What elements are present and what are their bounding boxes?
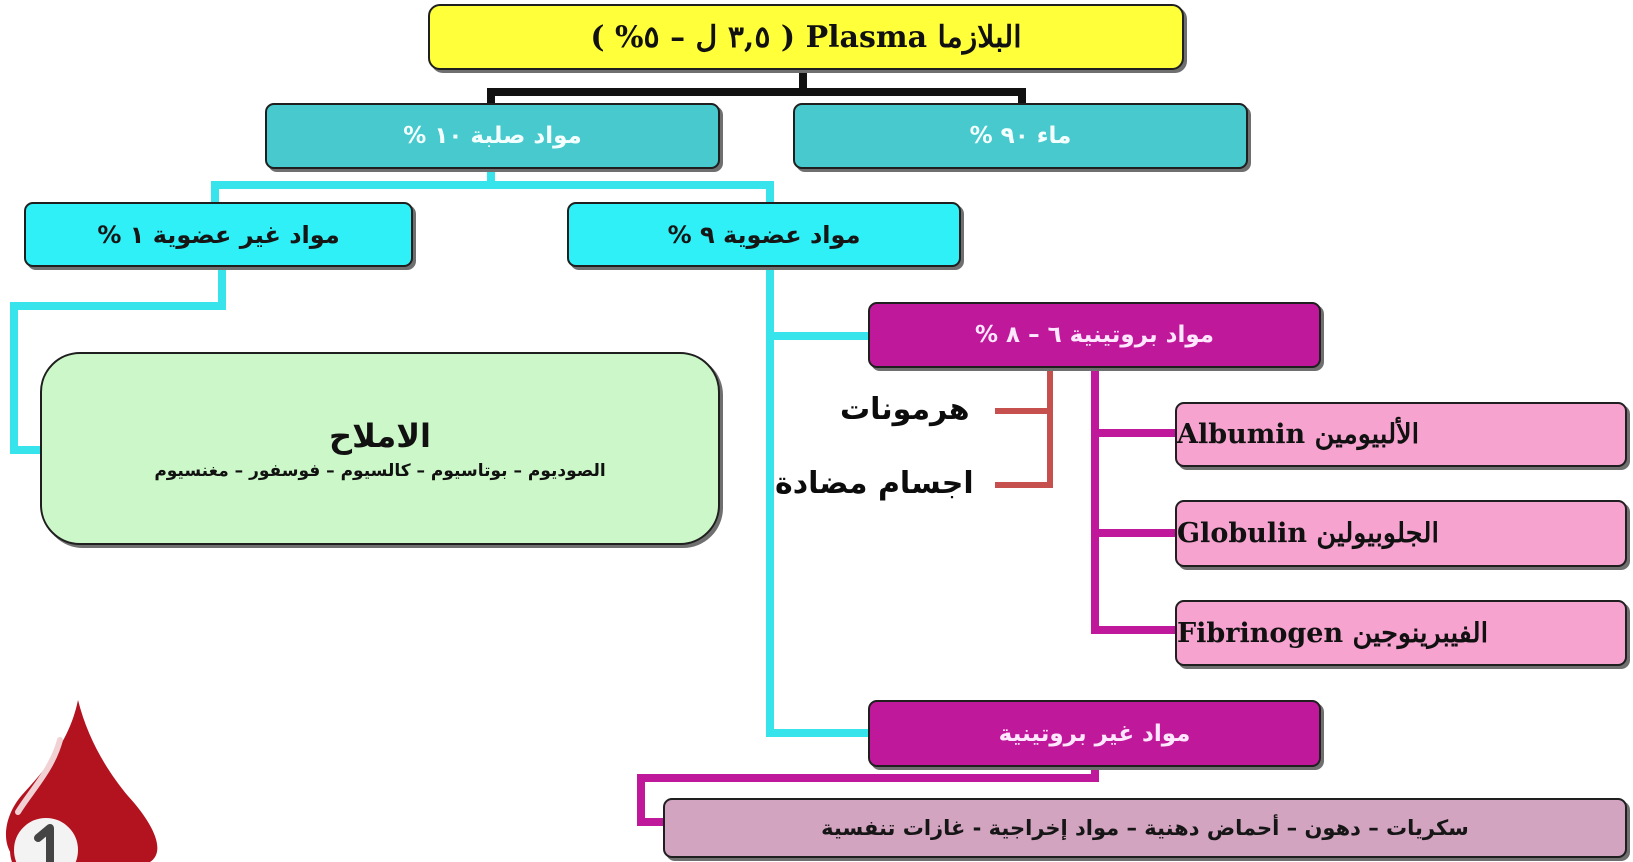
nonprotein-node: مواد غير بروتينية: [868, 700, 1321, 767]
albumin-label: الألبيومين Albumin: [1177, 419, 1420, 450]
salts-node: الاملاح الصوديوم – بوتاسيوم – كالسيوم – …: [40, 352, 720, 545]
protein-connectors: [637, 368, 1175, 826]
solids-connectors: [10, 168, 868, 737]
salts-title: الاملاح: [329, 416, 431, 455]
plasma-root-label: البلازما Plasma ( ٣,٥ ل – ٥% ): [590, 19, 1022, 55]
globulin-node: الجلوبيولين Globulin: [1175, 500, 1627, 567]
organic-node: مواد عضوية ٩ %: [567, 202, 961, 267]
albumin-node: الألبيومين Albumin: [1175, 402, 1627, 467]
fibrinogen-node: الفيبرينوجين Fibrinogen: [1175, 600, 1627, 666]
root-connectors: [487, 68, 1026, 108]
water-node: ماء ٩٠ %: [793, 103, 1248, 169]
plasma-root-node: البلازما Plasma ( ٣,٥ ل – ٥% ): [428, 4, 1184, 70]
nonprotein-label: مواد غير بروتينية: [998, 720, 1191, 747]
solids-label: مواد صلبة ١٠ %: [403, 123, 582, 149]
inorganic-node: مواد غير عضوية ١ %: [24, 202, 413, 267]
blood-drop-logo-icon: [5, 700, 158, 862]
nonprotein-items-node: سكريات – دهون – أحماض دهنية – مواد إخراج…: [663, 798, 1627, 858]
solids-node: مواد صلبة ١٠ %: [265, 103, 720, 169]
organic-label: مواد عضوية ٩ %: [667, 220, 861, 249]
salts-items: الصوديوم – بوتاسيوم – كالسيوم – فوسفور –…: [154, 460, 606, 481]
roles-bracket: [995, 368, 1053, 488]
nonprotein-items-label: سكريات – دهون – أحماض دهنية – مواد إخراج…: [821, 816, 1469, 840]
protein-label: مواد بروتينية ٦ – ٨ %: [974, 322, 1215, 348]
fibrinogen-label: الفيبرينوجين Fibrinogen: [1177, 617, 1489, 649]
globulin-label: الجلوبيولين Globulin: [1177, 518, 1439, 549]
protein-node: مواد بروتينية ٦ – ٨ %: [868, 302, 1321, 368]
antibodies-label: اجسام مضادة: [775, 466, 974, 501]
hormones-label: هرمونات: [840, 392, 970, 427]
inorganic-label: مواد غير عضوية ١ %: [97, 220, 340, 249]
water-label: ماء ٩٠ %: [969, 123, 1072, 149]
